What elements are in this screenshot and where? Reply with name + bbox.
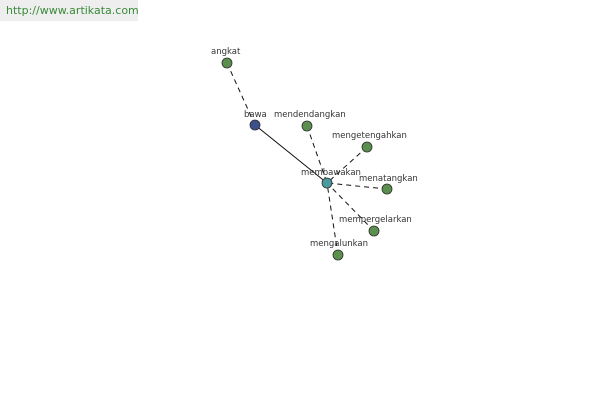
node-bawa[interactable]: bawa — [244, 110, 267, 131]
node-membawakan[interactable]: membawakan — [301, 168, 361, 189]
node-marker-menatangkan[interactable] — [381, 183, 393, 195]
graph-edges — [226, 62, 388, 256]
edge-menatangkan-membawakan — [326, 182, 388, 190]
node-label-menatangkan: menatangkan — [359, 174, 418, 184]
node-label-mempergelarkan: mempergelarkan — [339, 215, 412, 225]
node-mendendangkan[interactable]: mendendangkan — [274, 110, 346, 132]
edge-mempergelarkan-membawakan — [326, 182, 375, 232]
node-marker-mengetengahkan[interactable] — [361, 141, 373, 153]
edge-mendendangkan-membawakan — [306, 125, 328, 184]
edge-bawa-membawakan — [254, 124, 328, 184]
site-url-label[interactable]: http://www.artikata.com — [0, 0, 139, 21]
node-marker-mempergelarkan[interactable] — [368, 225, 380, 237]
node-marker-mendendangkan[interactable] — [301, 120, 313, 132]
node-label-mengetengahkan: mengetengahkan — [332, 131, 407, 141]
edge-angkat-bawa — [226, 62, 256, 126]
node-marker-membawakan[interactable] — [321, 177, 333, 189]
node-mempergelarkan[interactable]: mempergelarkan — [339, 215, 412, 237]
node-label-mengalunkan: mengalunkan — [310, 239, 368, 249]
node-mengetengahkan[interactable]: mengetengahkan — [332, 131, 407, 153]
node-mengalunkan[interactable]: mengalunkan — [310, 239, 368, 261]
node-label-bawa: bawa — [244, 110, 267, 120]
edge-mengalunkan-membawakan — [326, 182, 339, 256]
node-label-angkat: angkat — [211, 47, 241, 57]
node-marker-mengalunkan[interactable] — [332, 249, 344, 261]
node-label-mendendangkan: mendendangkan — [274, 110, 346, 120]
node-marker-bawa[interactable] — [249, 119, 261, 131]
node-label-membawakan: membawakan — [301, 168, 361, 178]
node-angkat[interactable]: angkat — [211, 47, 241, 69]
node-menatangkan[interactable]: menatangkan — [359, 174, 418, 195]
node-marker-angkat[interactable] — [221, 57, 233, 69]
graph-nodes: angkat bawa mendendangkan mengetengahkan mem… — [211, 47, 418, 261]
